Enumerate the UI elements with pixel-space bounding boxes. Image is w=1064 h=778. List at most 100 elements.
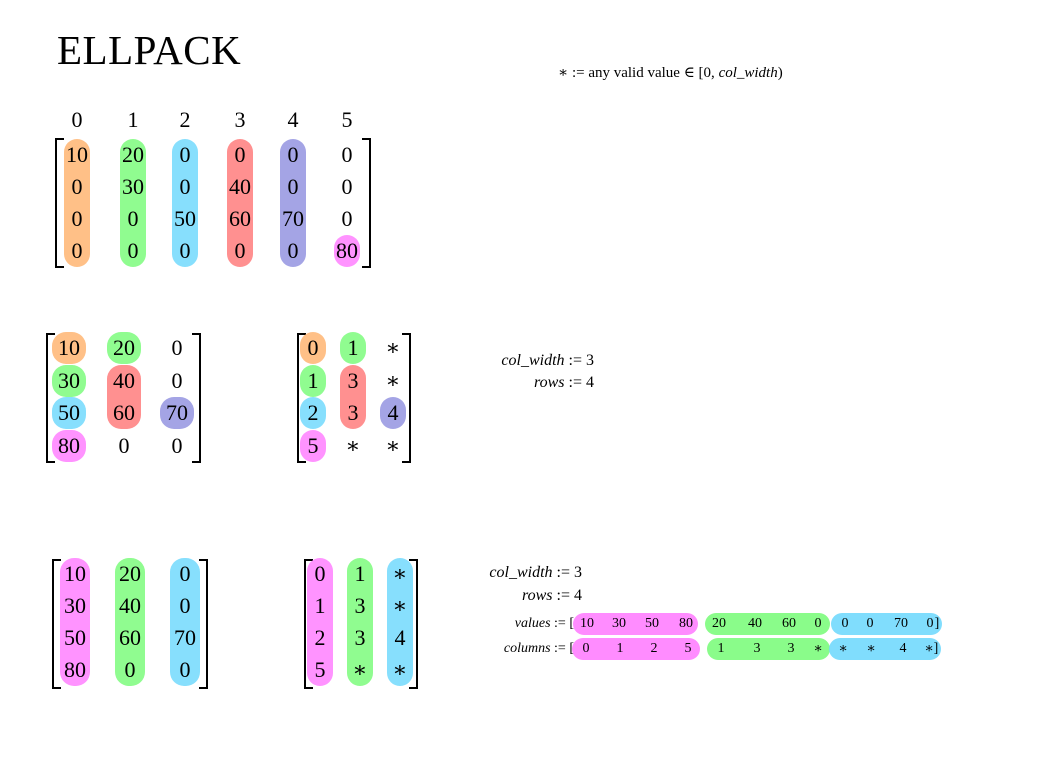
- matrix-cell: 0: [171, 433, 183, 458]
- matrix-cell: 60: [119, 625, 141, 650]
- highlight-orange: [300, 332, 326, 364]
- values-array-close: ]: [934, 616, 940, 631]
- values-array-item: 10: [580, 616, 594, 631]
- matrix-cell: 1: [307, 368, 319, 393]
- highlight-green: [107, 332, 141, 364]
- matrix-cell: 70: [166, 400, 188, 425]
- matrix-cell: 40: [229, 174, 251, 199]
- matrix-cell: ∗: [385, 335, 401, 360]
- matrix-cell: 0: [127, 206, 139, 231]
- highlight-magenta: [334, 235, 360, 267]
- matrix-cell: 0: [234, 238, 246, 263]
- matrix-cell: 3: [354, 593, 366, 618]
- values-array-item: 50: [645, 616, 659, 631]
- highlight-green: [347, 558, 373, 686]
- matrix-cell: 70: [282, 206, 304, 231]
- values-array-item: 80: [679, 616, 693, 631]
- matrix-cell: 0: [287, 174, 299, 199]
- columns-array-item: 2: [650, 641, 658, 656]
- columns-array-item: 3: [787, 641, 795, 656]
- highlight-cyan: [387, 558, 413, 686]
- matrix-cell: 0: [179, 238, 191, 263]
- matrix-cell: 50: [58, 400, 80, 425]
- right-bracket: [192, 333, 201, 463]
- matrix-cell: 0: [127, 238, 139, 263]
- matrix-cell: 2: [314, 625, 326, 650]
- matrix-cell: ∗: [392, 593, 408, 618]
- matrix-cell: 0: [287, 238, 299, 263]
- highlight-magenta: [300, 430, 326, 462]
- matrix-cell: 50: [64, 625, 86, 650]
- matrix-cell: 0: [171, 335, 183, 360]
- matrix-cell: 20: [122, 142, 144, 167]
- var-value: := 3: [552, 564, 582, 581]
- col-width-def-bottom: col_width := 3: [489, 564, 582, 582]
- highlight-purple: [160, 397, 194, 429]
- left-bracket: [304, 559, 313, 689]
- columns-array-item: 5: [684, 641, 692, 656]
- matrix-cell: 20: [113, 335, 135, 360]
- left-bracket: [52, 559, 61, 689]
- matrix-cell: 40: [113, 368, 135, 393]
- columns-array-item: ∗: [813, 641, 823, 657]
- matrix-cell: 0: [341, 142, 353, 167]
- var-name: col_width: [501, 352, 565, 369]
- highlight-green: [340, 332, 366, 364]
- left-bracket: [55, 138, 64, 268]
- matrix-cell: 1: [354, 561, 366, 586]
- array-group-highlight: [831, 613, 942, 635]
- matrix-cell: 4: [394, 625, 406, 650]
- matrix-cell: 10: [66, 142, 88, 167]
- matrix-cell: 1: [347, 335, 359, 360]
- var-name: columns: [503, 641, 551, 656]
- matrix-cell: 50: [174, 206, 196, 231]
- matrix-cell: ∗: [392, 561, 408, 586]
- matrix-cell: 30: [122, 174, 144, 199]
- highlight-purple: [280, 139, 306, 267]
- legend-close: ): [777, 65, 783, 81]
- values-array-item: 0: [841, 616, 849, 631]
- columns-array-item: ∗: [924, 641, 934, 657]
- matrix-cell: 0: [179, 561, 191, 586]
- matrix-cell: 0: [179, 657, 191, 682]
- values-def: values := [: [515, 616, 574, 632]
- matrix-cell: ∗: [345, 433, 361, 458]
- columns-def: columns := [: [504, 641, 574, 657]
- values-array-item: 20: [712, 616, 726, 631]
- highlight-green: [52, 365, 86, 397]
- left-bracket: [297, 333, 306, 463]
- legend-text: ∗ := any valid value ∈ [0,: [558, 65, 719, 81]
- matrix-cell: 0: [124, 657, 136, 682]
- matrix-cell: 20: [119, 561, 141, 586]
- var-name: col_width: [489, 564, 553, 581]
- array-group-highlight: [705, 613, 830, 635]
- matrix-cell: 0: [234, 142, 246, 167]
- matrix-cell: 0: [71, 238, 83, 263]
- highlight-red: [227, 139, 253, 267]
- columns-array-item: 0: [582, 641, 590, 656]
- column-index-header: 1: [127, 107, 139, 132]
- values-array-item: 40: [748, 616, 762, 631]
- matrix-cell: 4: [387, 400, 399, 425]
- matrix-cell: 0: [314, 561, 326, 586]
- matrix-cell: 80: [64, 657, 86, 682]
- var-value: := 4: [564, 374, 594, 391]
- right-bracket: [402, 333, 411, 463]
- highlight-orange: [64, 139, 90, 267]
- highlight-red: [340, 365, 366, 429]
- columns-array-item: 4: [899, 641, 907, 656]
- values-array-item: 0: [814, 616, 822, 631]
- columns-array-close: ]: [933, 641, 939, 656]
- matrix-cell: 5: [307, 433, 319, 458]
- values-array-item: 30: [612, 616, 626, 631]
- matrix-cell: 80: [58, 433, 80, 458]
- array-group-highlight: [573, 613, 698, 635]
- columns-array-item: 1: [717, 641, 725, 656]
- highlight-red: [107, 365, 141, 429]
- right-bracket: [362, 138, 371, 268]
- right-bracket: [409, 559, 418, 689]
- matrix-cell: 2: [307, 400, 319, 425]
